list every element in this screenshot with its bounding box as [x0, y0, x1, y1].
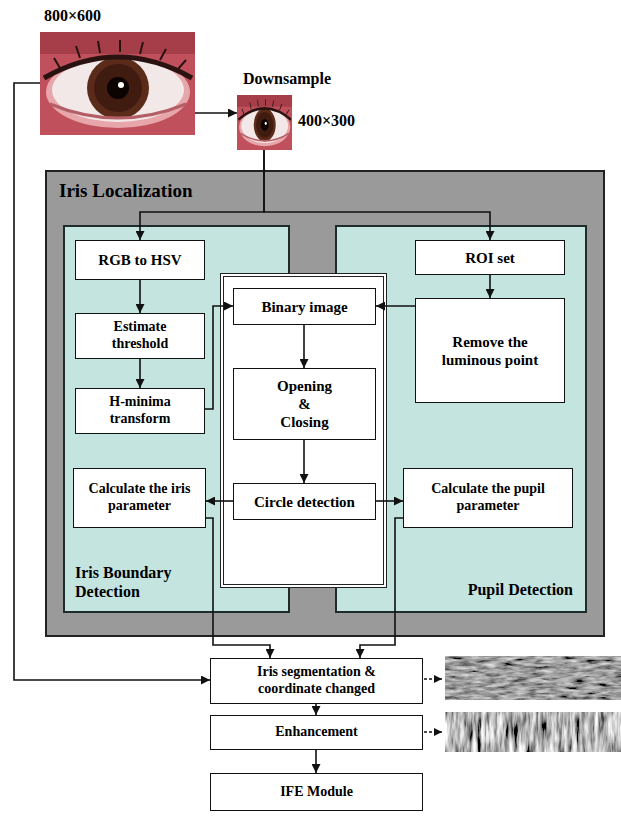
box-label: Calculate the pupil parameter — [429, 481, 547, 515]
process-box: Calculate the iris parameter — [73, 468, 206, 528]
process-box: RGB to HSV — [75, 240, 205, 280]
dashed-arrow — [424, 731, 442, 733]
panel-title: Iris Localization — [59, 180, 193, 202]
flow-arrow — [195, 112, 237, 114]
process-box: Circle detection — [233, 483, 376, 520]
process-box: ROI set — [415, 240, 565, 275]
flow-arrow — [139, 359, 141, 388]
box-label: Iris segmentation & coordinate changed — [231, 664, 403, 698]
flow-arrow — [264, 150, 490, 240]
box-label: RGB to HSV — [98, 251, 181, 269]
image-node: 800×600 — [40, 32, 195, 135]
process-box: Enhancement — [210, 715, 423, 750]
process-box: IFE Module — [210, 773, 423, 811]
flow-arrow — [315, 704, 317, 715]
enhanced-iris-strip — [445, 712, 621, 752]
process-box: Iris segmentation & coordinate changed — [210, 658, 423, 704]
panel-title: Iris Boundary Detection — [75, 564, 215, 601]
flow-arrow — [360, 518, 403, 658]
box-label: ROI set — [465, 249, 515, 267]
box-label: Remove the luminous point — [434, 333, 546, 369]
box-label: Enhancement — [275, 724, 357, 741]
box-label: Estimate threshold — [94, 319, 186, 353]
edge-label: Downsample — [243, 70, 331, 88]
flow-arrow — [206, 500, 233, 502]
process-box: Binary image — [233, 288, 376, 325]
group-panel: Iris LocalizationIris Boundary Detection… — [45, 170, 605, 637]
flow-arrow — [139, 280, 141, 313]
flow-arrow — [205, 306, 233, 409]
size-label: 400×300 — [298, 112, 355, 130]
size-label: 800×600 — [44, 7, 101, 25]
flow-arrow — [14, 83, 210, 680]
image-node: 400×300 — [237, 95, 292, 150]
flow-arrow — [140, 150, 264, 240]
box-label: Opening & Closing — [274, 377, 336, 431]
box-label: Calculate the iris parameter — [85, 481, 195, 515]
process-box: Opening & Closing — [233, 368, 376, 440]
box-label: Binary image — [261, 298, 347, 316]
process-box: Calculate the pupil parameter — [403, 468, 573, 528]
box-label: IFE Module — [280, 784, 353, 801]
process-box: Estimate threshold — [75, 313, 205, 359]
flow-arrow — [303, 325, 305, 368]
normalized-iris-strip — [445, 656, 621, 700]
small-eye-photo — [237, 95, 292, 150]
panel-title: Pupil Detection — [468, 581, 573, 599]
flow-arrow — [376, 500, 403, 502]
flow-arrow — [315, 750, 317, 773]
box-label: H-minima transform — [94, 394, 186, 428]
flow-arrow — [489, 275, 491, 298]
dashed-arrow — [424, 678, 442, 680]
flow-arrow — [206, 518, 270, 658]
process-box: H-minima transform — [75, 388, 205, 434]
large-eye-photo — [40, 32, 195, 135]
flow-arrow — [376, 305, 415, 307]
box-label: Circle detection — [254, 493, 355, 511]
flow-arrow — [303, 440, 305, 483]
process-box: Remove the luminous point — [415, 298, 565, 403]
